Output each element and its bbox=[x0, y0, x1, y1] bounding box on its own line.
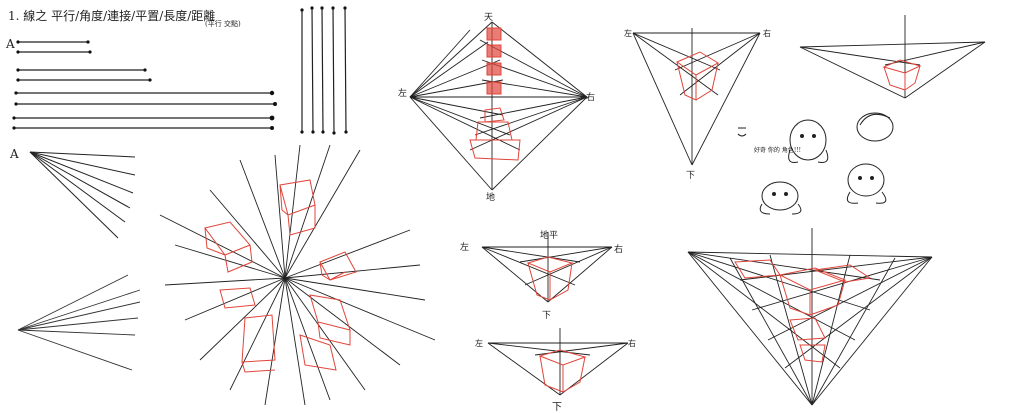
fan-lines-lower bbox=[17, 274, 141, 371]
section-a1-label: A bbox=[5, 37, 15, 51]
character-doodles bbox=[737, 112, 894, 215]
vertical-endpoints bbox=[300, 6, 348, 135]
mid-tri1-right-label: 右 bbox=[614, 243, 623, 255]
large-triangle-lines bbox=[687, 228, 933, 406]
starburst-cubes bbox=[204, 179, 357, 373]
mid-tri1-top-label: 地平 bbox=[540, 229, 558, 241]
triangle-tr-lines bbox=[632, 28, 761, 166]
tri-tr-bottom-label: 下 bbox=[686, 171, 695, 181]
tri-tr-right-label: 右 bbox=[763, 28, 771, 38]
tri-tr-left-label: 左 bbox=[624, 28, 632, 38]
diamond-lines bbox=[409, 21, 588, 191]
triangle-tr-cube bbox=[675, 51, 719, 101]
diamond-cubes bbox=[469, 27, 521, 161]
sheet-title: 1. 線之 平行/角度/連接/平置/長度/距離 bbox=[8, 8, 215, 23]
mid-tri1-left-label: 左 bbox=[460, 241, 469, 253]
diamond-left-label: 左 bbox=[398, 87, 407, 99]
diamond-bottom-label: 地 bbox=[486, 191, 495, 203]
sheet-title-note: (平行 交點) bbox=[205, 19, 241, 28]
mid-triangle-2-cube bbox=[538, 349, 587, 393]
section-a2-label: A bbox=[9, 147, 19, 161]
diamond-right-label: 右 bbox=[586, 91, 595, 103]
mid-tri1-bottom-label: 下 bbox=[542, 311, 551, 321]
fan-lines-upper bbox=[29, 151, 136, 239]
mid-triangle-2-lines bbox=[487, 328, 629, 396]
triangle-far-right-cube bbox=[882, 59, 922, 91]
large-triangle-cubes bbox=[734, 259, 872, 363]
diamond-top-label: 天 bbox=[484, 13, 493, 23]
line-endpoints bbox=[12, 40, 277, 130]
starburst-lines bbox=[159, 144, 436, 406]
mid-triangle-1-lines bbox=[481, 232, 613, 303]
mid-triangle-1-cube bbox=[526, 256, 574, 301]
parallel-lines-vertical bbox=[301, 7, 347, 134]
mid-tri2-left-label: 左 bbox=[475, 338, 483, 348]
parallel-lines-horizontal bbox=[14, 41, 275, 129]
triangle-far-right-lines bbox=[799, 15, 986, 99]
mid-tri2-bottom-label: 下 bbox=[552, 402, 562, 413]
doodle-note: 好奇 你的 角色!!! bbox=[754, 146, 801, 154]
mid-tri2-right-label: 右 bbox=[628, 338, 636, 348]
